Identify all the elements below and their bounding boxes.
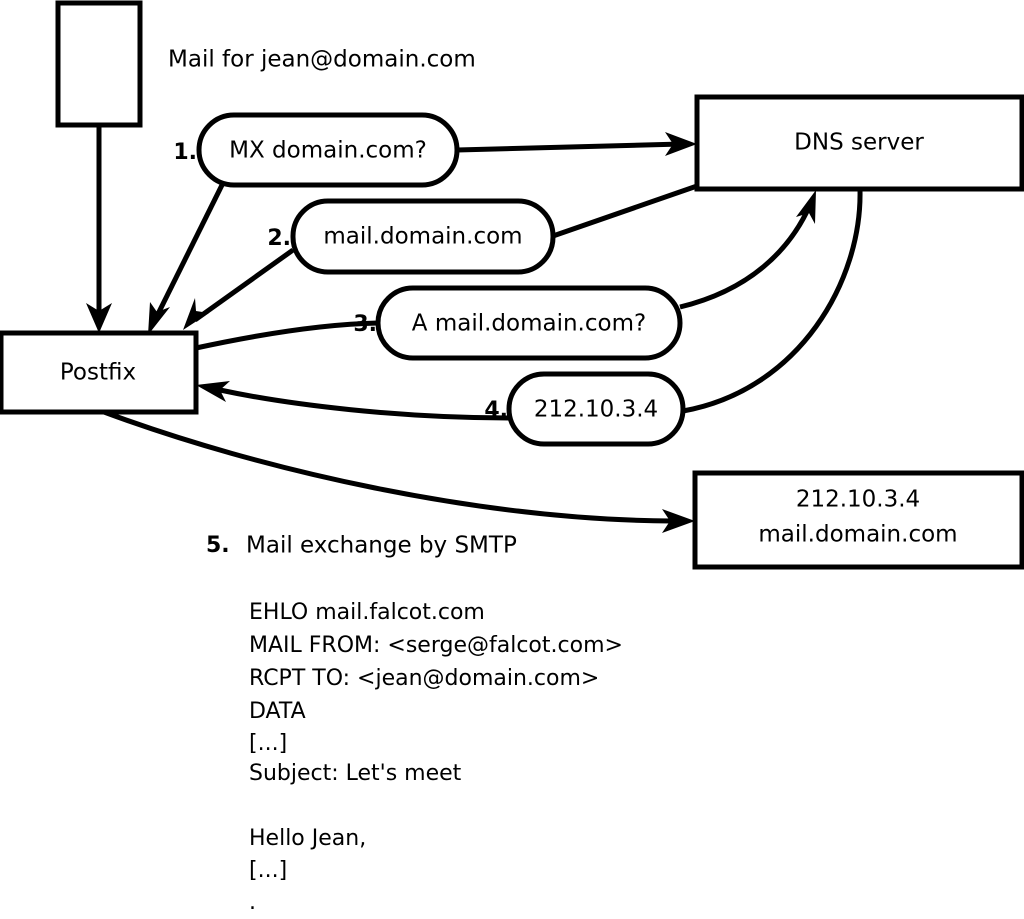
mail-server-host-label: mail.domain.com xyxy=(758,522,957,548)
transcript-line: EHLO mail.falcot.com xyxy=(249,600,485,625)
transcript-line: RCPT TO: <jean@domain.com> xyxy=(249,666,599,691)
step-1-number: 1. xyxy=(173,140,197,165)
transcript-line: Hello Jean, xyxy=(249,826,366,851)
client-box[interactable] xyxy=(55,0,143,128)
dns-server-box[interactable] xyxy=(694,94,1024,192)
arrowhead-step4-to-postfix xyxy=(196,381,230,402)
connector-step4-to-postfix xyxy=(219,387,510,421)
transcript-line: . xyxy=(249,890,256,915)
step-2-bubble[interactable] xyxy=(290,198,556,275)
step-4[interactable]: 212.10.3.4 4. xyxy=(484,371,686,447)
step-3-number: 3. xyxy=(353,312,377,337)
node-mail-server[interactable]: 212.10.3.4 mail.domain.com xyxy=(692,470,1024,570)
step-1[interactable]: MX domain.com? 1. xyxy=(173,112,460,188)
step-5-number: 5. xyxy=(206,533,230,558)
transcript-line: [...] xyxy=(249,858,287,883)
connector-dns-to-step2 xyxy=(552,183,698,239)
arrowhead-postfix-to-mailserver xyxy=(662,509,695,533)
transcript-line: [...] xyxy=(249,731,287,756)
connector-step2-to-postfix xyxy=(193,247,295,323)
mail-server-ip-label: 212.10.3.4 xyxy=(796,487,920,513)
arrowhead-postfix-to-step1 xyxy=(148,302,170,335)
connector-postfix-to-step3 xyxy=(195,320,379,351)
step-3-label: A mail.domain.com? xyxy=(412,311,646,337)
dns-server-label: DNS server xyxy=(794,130,924,156)
arrowhead-step3-to-dns xyxy=(796,190,816,224)
connector-postfix-to-mailserver xyxy=(103,409,673,524)
node-client[interactable] xyxy=(55,0,143,128)
transcript-line: Subject: Let's meet xyxy=(249,761,462,786)
postfix-box[interactable] xyxy=(0,330,199,415)
connector-postfix-to-step1 xyxy=(152,179,227,322)
node-postfix[interactable]: Postfix xyxy=(0,330,199,415)
connector-step1-to-dns xyxy=(456,141,683,153)
postfix-label: Postfix xyxy=(60,360,136,386)
arrowhead-step2-to-postfix xyxy=(183,298,209,330)
transcript-line: MAIL FROM: <serge@falcot.com> xyxy=(249,633,623,658)
smtp-transcript: EHLO mail.falcot.com MAIL FROM: <serge@f… xyxy=(249,600,623,915)
step-4-bubble[interactable] xyxy=(506,371,686,447)
mail-for-note: Mail for jean@domain.com xyxy=(168,47,476,73)
arrowhead-client-to-postfix xyxy=(86,303,112,333)
step-5-label: Mail exchange by SMTP xyxy=(246,533,517,559)
step-1-bubble[interactable] xyxy=(196,112,460,188)
transcript-line: DATA xyxy=(249,699,306,724)
step-4-number: 4. xyxy=(484,398,508,423)
step-2-label: mail.domain.com xyxy=(323,224,522,250)
mail-server-box[interactable] xyxy=(692,470,1024,570)
step-1-label: MX domain.com? xyxy=(229,138,427,164)
connector-step3-to-dns xyxy=(679,203,813,310)
connector-dns-to-step4 xyxy=(682,189,863,414)
step-2[interactable]: mail.domain.com 2. xyxy=(267,198,556,275)
step-3[interactable]: A mail.domain.com? 3. xyxy=(353,285,683,361)
step-4-label: 212.10.3.4 xyxy=(534,397,658,423)
step-3-bubble[interactable] xyxy=(375,285,683,361)
node-dns-server[interactable]: DNS server xyxy=(694,94,1024,192)
arrowhead-step1-to-dns xyxy=(665,132,697,156)
step-2-number: 2. xyxy=(267,226,291,251)
